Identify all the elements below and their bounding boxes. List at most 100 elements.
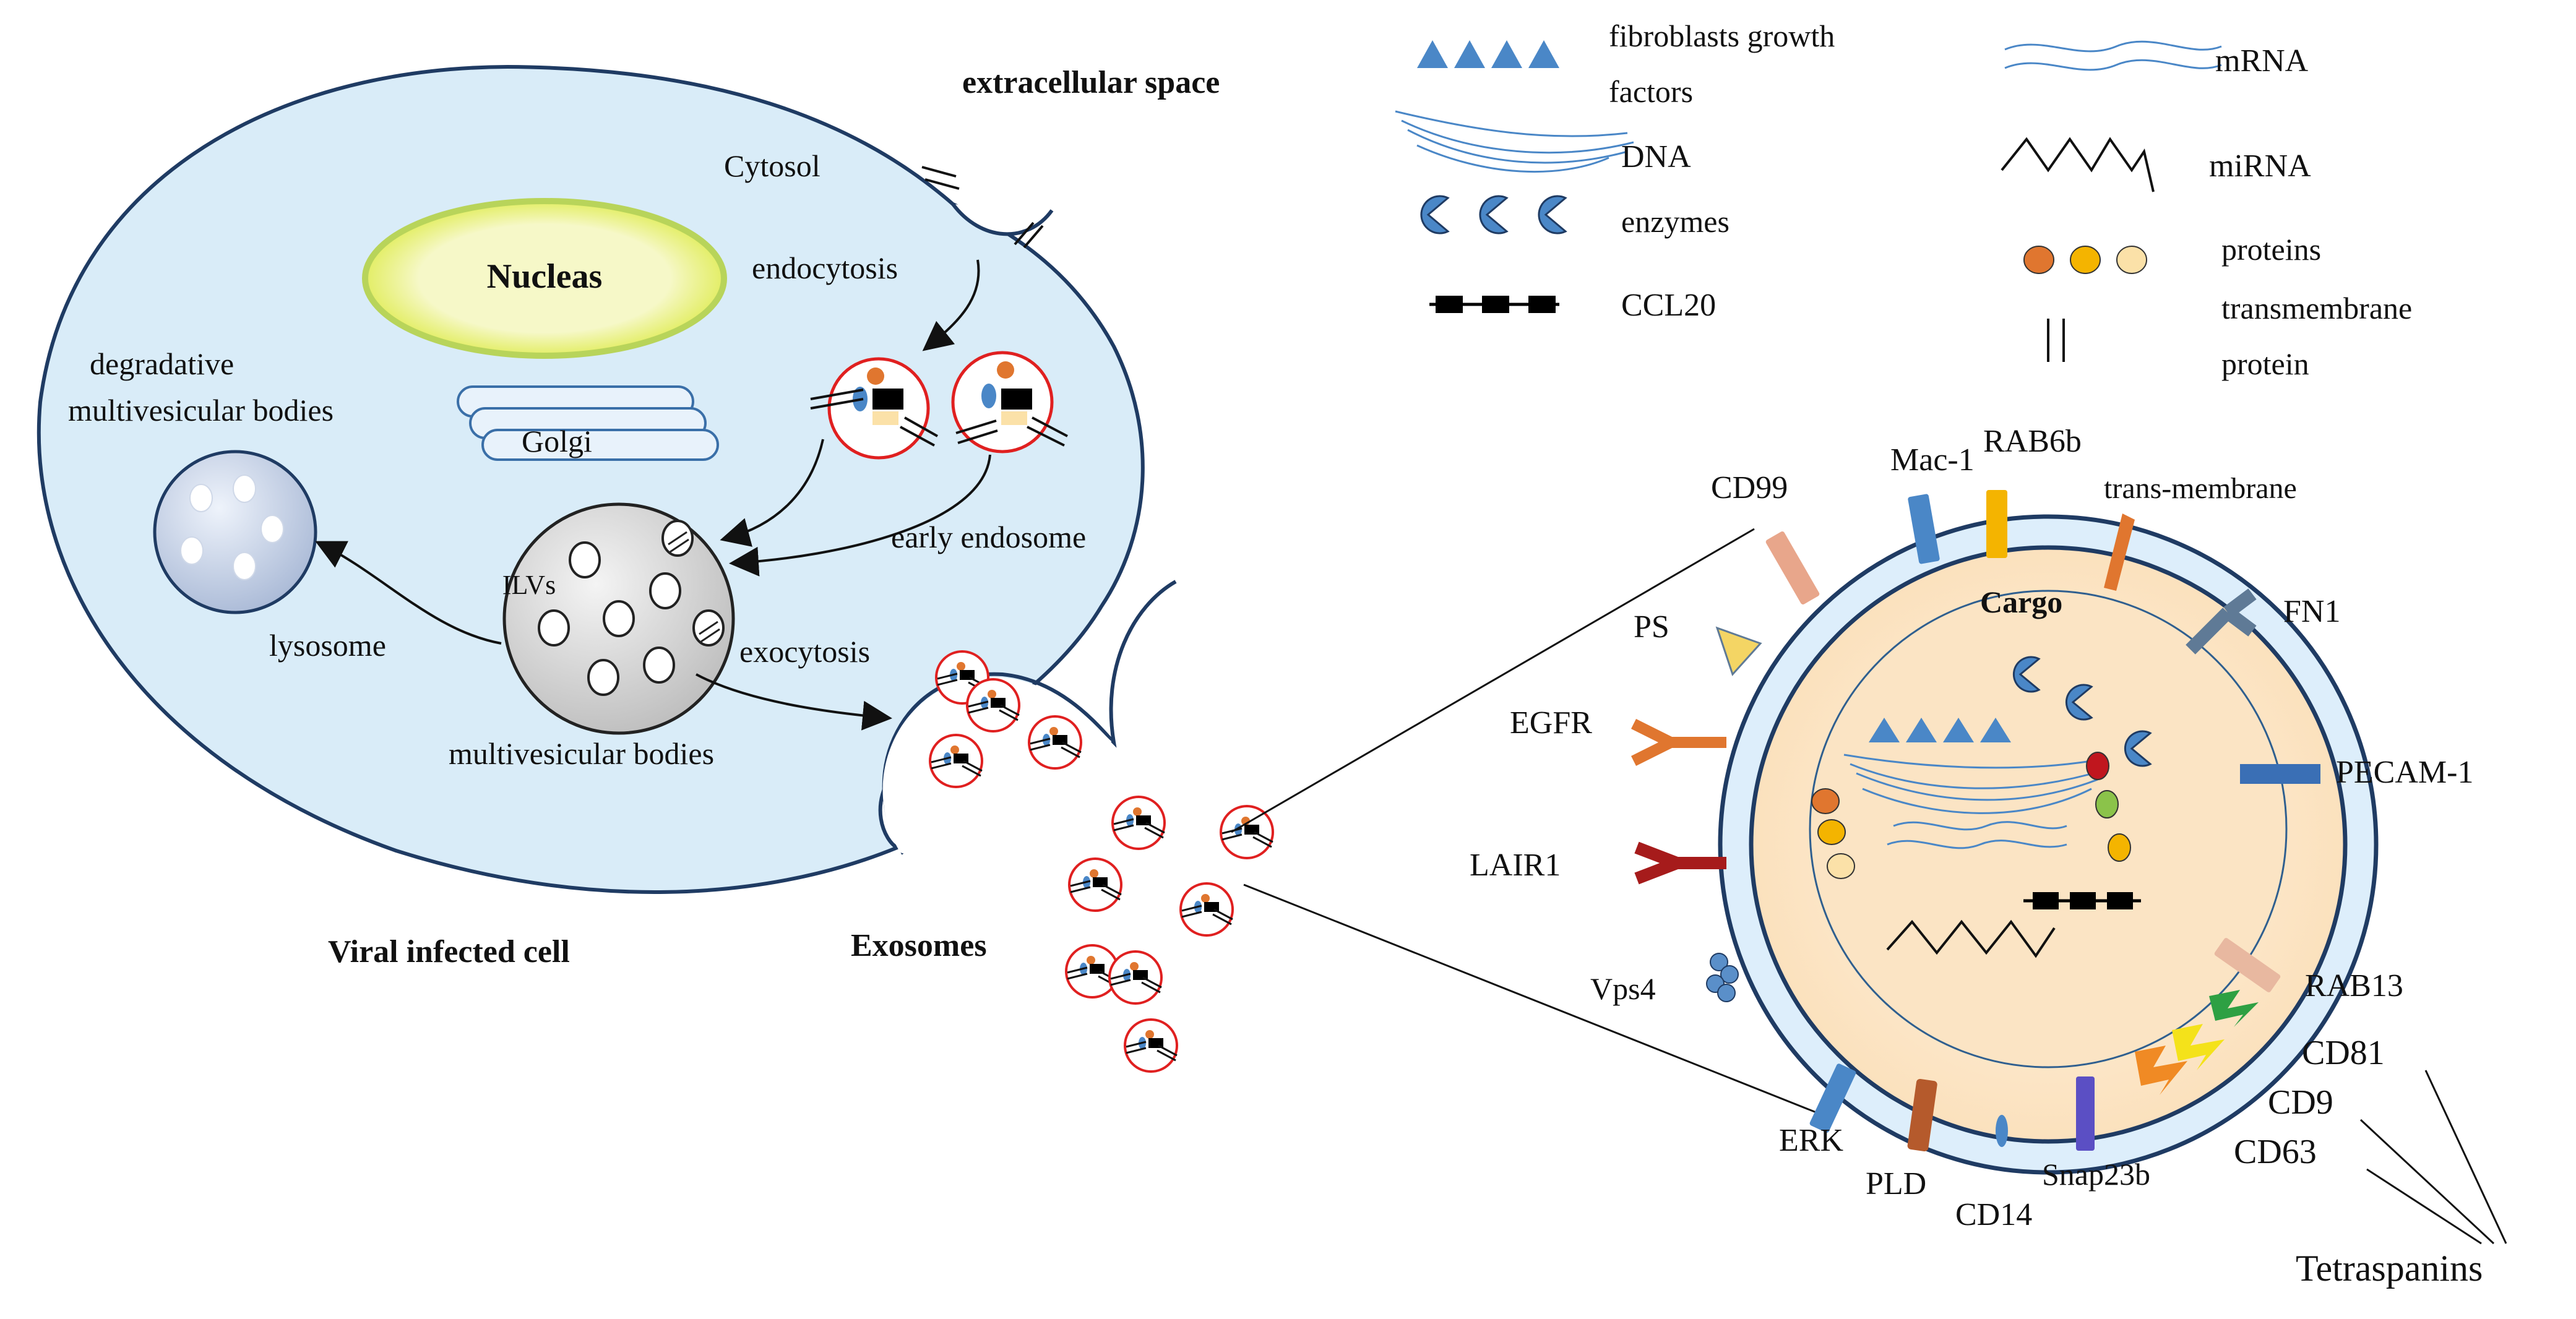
- zoom-lines: [1231, 528, 1820, 1115]
- fn1-label: FN1: [2283, 594, 2340, 629]
- cd63-marker: [2135, 1046, 2187, 1095]
- legend-mrna-label: mRNA: [2215, 43, 2309, 79]
- legend-transmembrane-symbol: [2047, 319, 2065, 362]
- transmembrane-label: trans-membrane: [2104, 472, 2297, 505]
- legend-mirna-symbol: [2001, 137, 2155, 192]
- legend-dna-label: DNA: [1621, 139, 1691, 174]
- legend-proteins-label: proteins: [2221, 232, 2321, 267]
- extracellular-label: extracellular space: [962, 65, 1220, 100]
- legend-mrna-symbol: [2004, 40, 2222, 71]
- nucleus: [362, 198, 727, 359]
- legend-enzymes-label: enzymes: [1621, 204, 1730, 239]
- ilvs-label: ILVs: [502, 570, 556, 600]
- endocytosis-label: endocytosis: [752, 251, 898, 285]
- egfr-marker: [1630, 718, 1726, 767]
- viral-cell-label: Viral infected cell: [328, 934, 570, 969]
- legend-transmembrane-label-2: protein: [2221, 346, 2309, 381]
- membrane-transmembrane-marks: [921, 166, 1044, 249]
- vps4-label: Vps4: [1590, 971, 1656, 1006]
- cd81-marker: [2209, 990, 2259, 1027]
- lysosome-label: lysosome: [269, 628, 386, 663]
- released-exosomes: [929, 650, 1274, 1073]
- legend-enzymes-symbol: [1420, 195, 1567, 234]
- exosome-detail: Cargo: [1470, 424, 2507, 1289]
- cargo-proteins: [1811, 752, 2131, 879]
- cd63-label: CD63: [2234, 1133, 2317, 1171]
- golgi-label: Golgi: [522, 424, 592, 458]
- legend: fibroblasts growth factors DNA enzymes C…: [1395, 19, 2412, 381]
- lysosome-vesicles: [180, 475, 284, 580]
- cargo-enzymes: [2012, 656, 2152, 767]
- legend-fgf-label-2: factors: [1609, 74, 1693, 109]
- lysosome: [153, 450, 317, 614]
- cell-membrane: [37, 64, 1145, 894]
- cargo-label: Cargo: [1980, 585, 2062, 619]
- cytosol-label: Cytosol: [724, 148, 821, 183]
- snap23b-marker: [2076, 1076, 2095, 1151]
- early-endosome-label: early endosome: [891, 520, 1086, 554]
- pecam1-marker: [2240, 764, 2320, 784]
- cargo-mrna: [1887, 821, 2067, 849]
- exosome-vesicle: [1179, 882, 1234, 937]
- erk-label: ERK: [1779, 1123, 1843, 1158]
- cargo-mirna: [1886, 919, 2056, 958]
- exosome-vesicle: [966, 678, 1020, 733]
- legend-fgf-symbol: [1417, 40, 1559, 68]
- tetraspanins-label: Tetraspanins: [2296, 1248, 2483, 1289]
- snap23b-label: Snap23b: [2042, 1157, 2150, 1192]
- pld-label: PLD: [1866, 1166, 1926, 1201]
- legend-proteins-symbol: [2023, 246, 2147, 274]
- exosome-vesicle: [1220, 805, 1274, 859]
- cd81-label: CD81: [2302, 1034, 2385, 1072]
- fn1-marker: [2186, 588, 2257, 655]
- legend-transmembrane-label-1: transmembrane: [2221, 291, 2412, 325]
- early-endosome-1: [810, 357, 938, 460]
- vps4-marker: [1706, 953, 1739, 1002]
- pecam1-label: PECAM-1: [2336, 755, 2473, 790]
- erk-marker: [1809, 1063, 1856, 1133]
- exosome-vesicle: [1065, 944, 1119, 999]
- tetraspanin-leader-lines: [2359, 1070, 2507, 1245]
- cd99-marker: [1765, 531, 1820, 604]
- ps-marker: [1715, 626, 1762, 676]
- legend-mirna-label: miRNA: [2209, 148, 2311, 184]
- exosome-vesicle: [1028, 715, 1082, 770]
- legend-fgf-label-1: fibroblasts growth: [1609, 19, 1835, 53]
- golgi: [457, 385, 719, 461]
- degradative-label: degradative: [90, 346, 234, 381]
- cd99-label: CD99: [1711, 470, 1788, 505]
- exosome-vesicle: [1124, 1018, 1178, 1073]
- mac1-label: Mac-1: [1890, 442, 1975, 478]
- cd14-marker: [1996, 1115, 2008, 1147]
- legend-ccl20-label: CCL20: [1621, 288, 1716, 323]
- exocytosis-label: exocytosis: [739, 634, 870, 669]
- pld-marker: [1907, 1078, 1937, 1152]
- lair1-marker: [1634, 841, 1726, 885]
- endocytic-pit: [951, 203, 1054, 236]
- exosomes-label: Exosomes: [851, 928, 987, 963]
- exosome-vesicle: [929, 734, 983, 788]
- cd9-marker: [2172, 1024, 2225, 1070]
- lair1-label: LAIR1: [1470, 848, 1561, 883]
- ps-label: PS: [1634, 609, 1669, 645]
- cd9-label: CD9: [2268, 1083, 2333, 1122]
- cargo-fgf: [1869, 718, 2011, 742]
- mac1-marker: [1908, 494, 1940, 564]
- egfr-label: EGFR: [1510, 705, 1592, 741]
- exosome-vesicle: [1111, 796, 1166, 850]
- degradative-mvb-label: multivesicular bodies: [68, 393, 334, 427]
- viral-infected-cell: Nucleas Golgi ILVs: [37, 64, 1220, 969]
- exosome-vesicle: [1108, 950, 1163, 1005]
- rab6b-label: RAB6b: [1983, 424, 2082, 459]
- cargo-ccl20: [2023, 892, 2141, 909]
- cd14-label: CD14: [1955, 1197, 2032, 1232]
- nucleus-label: Nucleas: [487, 257, 603, 296]
- transmembrane-marker: [2104, 513, 2135, 591]
- early-endosome-2: [951, 351, 1068, 453]
- rab13-marker: [2214, 938, 2281, 992]
- mvb-label: multivesicular bodies: [449, 736, 714, 771]
- rab13-label: RAB13: [2305, 968, 2403, 1003]
- rab6b-marker: [1986, 490, 2007, 558]
